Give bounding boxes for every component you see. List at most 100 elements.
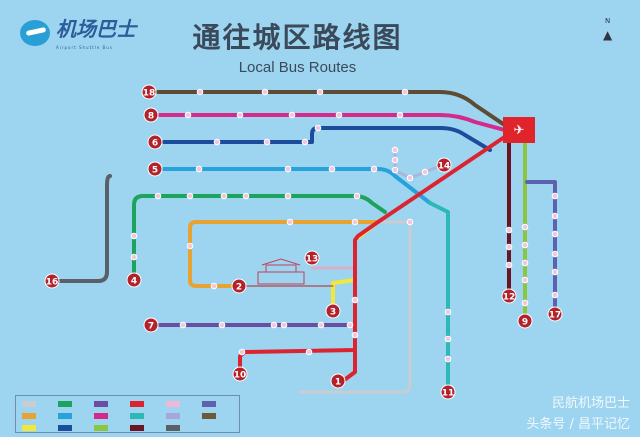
route-badge-circle xyxy=(232,366,248,382)
station-dot[interactable] xyxy=(261,88,269,96)
station-dot[interactable] xyxy=(444,308,452,316)
station-dot[interactable] xyxy=(196,88,204,96)
station-dot[interactable] xyxy=(286,218,294,226)
station-dot[interactable] xyxy=(391,156,399,164)
station-dot[interactable] xyxy=(316,88,324,96)
route-badge-4[interactable]: 4 xyxy=(126,272,142,288)
map-legend xyxy=(15,395,240,433)
route-badge-12[interactable]: 12 xyxy=(501,288,517,304)
route-badge-11[interactable]: 11 xyxy=(440,384,456,400)
station-dot[interactable] xyxy=(270,321,278,329)
station-dot[interactable] xyxy=(314,124,322,132)
station-dot[interactable] xyxy=(444,355,452,363)
route-badge-7[interactable]: 7 xyxy=(143,317,159,333)
watermark-line-2: 头条号 / 昌平记忆 xyxy=(526,417,630,432)
station-dot[interactable] xyxy=(130,253,138,261)
route-line[interactable] xyxy=(156,90,514,132)
station-dot[interactable] xyxy=(210,282,218,290)
station-dot[interactable] xyxy=(288,111,296,119)
station-dot[interactable] xyxy=(396,111,404,119)
station-dot[interactable] xyxy=(195,165,203,173)
station-dot[interactable] xyxy=(351,218,359,226)
route-line[interactable] xyxy=(132,194,387,274)
station-dot[interactable] xyxy=(505,226,513,234)
station-dot[interactable] xyxy=(284,192,292,200)
route-badge-1[interactable]: 1 xyxy=(330,373,346,389)
route-badge-14[interactable]: 14 xyxy=(436,157,452,173)
route-line[interactable] xyxy=(58,174,112,283)
station-dot[interactable] xyxy=(521,241,529,249)
station-dot[interactable] xyxy=(236,111,244,119)
station-dot[interactable] xyxy=(220,192,228,200)
station-dot[interactable] xyxy=(521,259,529,267)
page-title: 通往城区路线图 xyxy=(192,21,403,54)
station-dot[interactable] xyxy=(521,299,529,307)
route-badge-3[interactable]: 3 xyxy=(325,303,341,319)
route-badge-8[interactable]: 8 xyxy=(143,107,159,123)
route-badge-16[interactable]: 16 xyxy=(44,273,60,289)
station-dot[interactable] xyxy=(335,111,343,119)
station-dot[interactable] xyxy=(406,218,414,226)
route-line[interactable] xyxy=(158,113,514,134)
station-dot[interactable] xyxy=(184,111,192,119)
station-dot[interactable] xyxy=(444,335,452,343)
route-badge-6[interactable]: 6 xyxy=(147,134,163,150)
station-dot[interactable] xyxy=(421,168,429,176)
route-badge-9[interactable]: 9 xyxy=(517,313,533,329)
station-dot[interactable] xyxy=(317,321,325,329)
station-dot[interactable] xyxy=(391,166,399,174)
station-dot[interactable] xyxy=(305,348,313,356)
station-dot[interactable] xyxy=(179,321,187,329)
route-badge-circle xyxy=(44,273,60,289)
route-badge-17[interactable]: 17 xyxy=(547,306,563,322)
route-line[interactable] xyxy=(188,220,380,288)
station-dot[interactable] xyxy=(154,192,162,200)
station-dot[interactable] xyxy=(346,321,354,329)
station-dot[interactable] xyxy=(242,192,250,200)
station-dot[interactable] xyxy=(551,250,559,258)
north-label: N xyxy=(604,17,611,25)
route-line[interactable] xyxy=(162,126,492,152)
route-badge-13[interactable]: 13 xyxy=(304,250,320,266)
station-dot[interactable] xyxy=(213,138,221,146)
route-line[interactable] xyxy=(428,201,450,387)
station-dot[interactable] xyxy=(505,243,513,251)
route-badge-2[interactable]: 2 xyxy=(231,278,247,294)
station-dot[interactable] xyxy=(551,291,559,299)
station-dot[interactable] xyxy=(351,296,359,304)
station-dot[interactable] xyxy=(186,242,194,250)
station-dot[interactable] xyxy=(301,138,309,146)
station-dot[interactable] xyxy=(370,165,378,173)
station-dot[interactable] xyxy=(328,165,336,173)
station-dot[interactable] xyxy=(284,165,292,173)
route-line[interactable] xyxy=(525,180,557,309)
route-badge-18[interactable]: 18 xyxy=(141,84,157,100)
station-dot[interactable] xyxy=(401,88,409,96)
route-badge-circle xyxy=(304,250,320,266)
station-dot[interactable] xyxy=(238,348,246,356)
route-line[interactable] xyxy=(238,130,514,368)
route-line[interactable] xyxy=(393,148,442,180)
station-dot[interactable] xyxy=(186,192,194,200)
route-number: 10 xyxy=(234,371,247,381)
station-dot[interactable] xyxy=(551,268,559,276)
route-badge-5[interactable]: 5 xyxy=(147,161,163,177)
route-badge-10[interactable]: 10 xyxy=(232,366,248,382)
station-dot[interactable] xyxy=(551,230,559,238)
route-number: 14 xyxy=(438,162,451,172)
station-dot[interactable] xyxy=(505,261,513,269)
station-dot[interactable] xyxy=(551,192,559,200)
route-line[interactable] xyxy=(162,167,432,205)
station-dot[interactable] xyxy=(130,232,138,240)
station-dot[interactable] xyxy=(263,138,271,146)
station-dot[interactable] xyxy=(218,321,226,329)
station-dot[interactable] xyxy=(521,223,529,231)
station-dot[interactable] xyxy=(351,331,359,339)
station-dot[interactable] xyxy=(521,276,529,284)
station-dot[interactable] xyxy=(551,212,559,220)
airport-terminal[interactable]: ✈ xyxy=(503,117,535,143)
station-dot[interactable] xyxy=(280,321,288,329)
station-dot[interactable] xyxy=(353,192,361,200)
station-dot[interactable] xyxy=(391,146,399,154)
station-dot[interactable] xyxy=(406,174,414,182)
